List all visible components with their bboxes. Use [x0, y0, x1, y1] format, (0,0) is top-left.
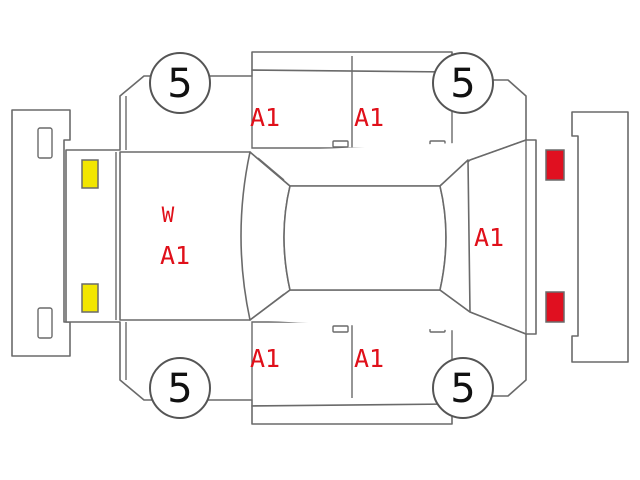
hood-code-line2: A1 — [160, 241, 190, 270]
front-bumper — [11, 109, 71, 357]
tyre-front-right-value: 5 — [167, 366, 192, 412]
tyre-rear-left: 5 — [432, 52, 494, 114]
tyre-front-left-value: 5 — [167, 61, 192, 107]
tyre-front-left: 5 — [149, 52, 211, 114]
lower-rear-door-code: A1 — [354, 344, 384, 373]
rear-lamp-lower — [545, 291, 565, 323]
lower-front-door-code: A1 — [250, 344, 280, 373]
tyre-rear-right-value: 5 — [450, 366, 475, 412]
rear-glass-code: A1 — [474, 223, 504, 252]
hood-code-line1: W — [162, 203, 175, 227]
tyre-front-right: 5 — [149, 357, 211, 419]
tyre-rear-right: 5 — [432, 357, 494, 419]
upper-front-door-code: A1 — [250, 103, 280, 132]
cabin — [240, 139, 527, 336]
front-lamp-upper — [81, 159, 99, 189]
tyre-rear-left-value: 5 — [450, 61, 475, 107]
rear-bumper — [571, 111, 629, 363]
upper-rear-door-code: A1 — [354, 103, 384, 132]
front-lamp-lower — [81, 283, 99, 313]
rear-lamp-upper — [545, 149, 565, 181]
hood — [115, 151, 251, 321]
